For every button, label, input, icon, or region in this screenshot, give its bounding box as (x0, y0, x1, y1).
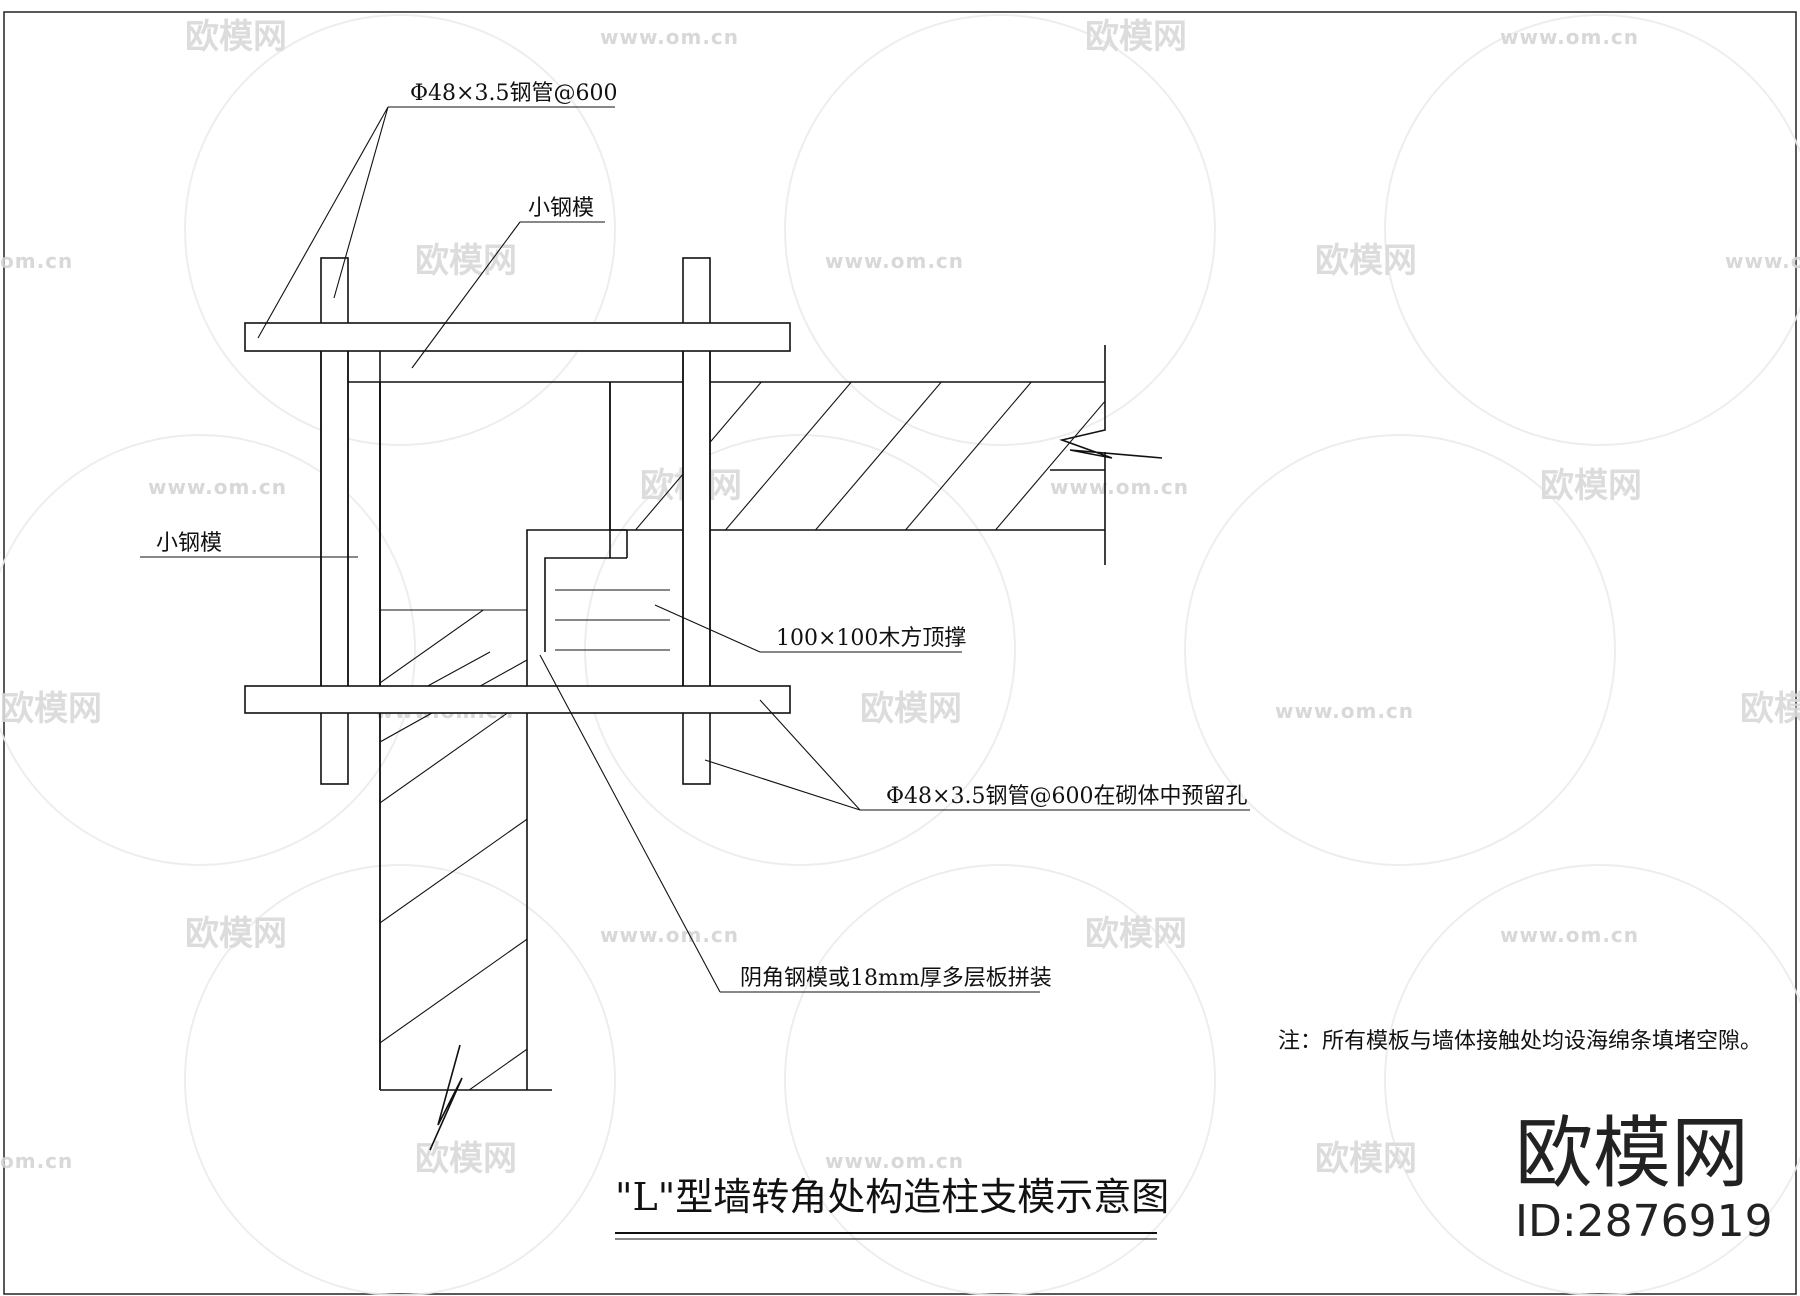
watermark-url: www.om.cn (1500, 923, 1639, 947)
watermark-name: 欧模网 (1315, 1139, 1417, 1179)
watermark-name: 欧模网 (185, 17, 287, 57)
watermark-name: 欧模网 (185, 914, 287, 954)
leader-lines (140, 106, 1250, 993)
break-line (429, 1044, 463, 1151)
watermark-name: 欧模网 (415, 1139, 517, 1179)
watermark-name: 欧模网 (1085, 914, 1187, 954)
note-text: 注：所有模板与墙体接触处均设海绵条填堵空隙。 (1278, 1029, 1762, 1054)
watermark-layer: 欧模网 欧模网 欧模网 欧模网 欧模网 欧模网 欧模网 欧模网 欧模网 欧模网 … (0, 14, 1800, 1296)
drawing-title: "L"型墙转角处构造柱支模示意图 (615, 1175, 1169, 1219)
watermark-url: om.cn (0, 249, 73, 273)
break-line (1059, 345, 1163, 459)
watermark-url: www.om.cn (825, 249, 964, 273)
brand-id: ID:2876919 (1515, 1196, 1773, 1247)
watermark-url: www.om.cn (1725, 249, 1800, 273)
label-inner-corner-form: 阴角钢模或18mm厚多层板拼装 (740, 966, 1052, 991)
label-steel-pipe-top: Φ48×3.5钢管@600 (410, 81, 617, 106)
watermark-name: 欧模网 (0, 689, 102, 729)
label-timber-brace: 100×100木方顶撑 (776, 626, 966, 651)
watermark-url: www.om.cn (1275, 699, 1414, 723)
watermark-url: www.om.cn (1500, 25, 1639, 49)
watermark-url: www.om.cn (600, 923, 739, 947)
watermark-name: 欧模网 (1085, 17, 1187, 57)
drawing-border (3, 11, 1797, 1295)
watermark-url: www.om.cn (825, 1149, 964, 1173)
watermark-name: 欧模网 (1540, 466, 1642, 506)
watermark-url: www.om.cn (148, 475, 287, 499)
watermark-name: 欧模网 (415, 241, 517, 281)
watermark-name: 欧模网 (1315, 241, 1417, 281)
label-small-steel-form-top: 小钢模 (528, 196, 594, 221)
horizontal-steel-pipe-top (244, 322, 791, 352)
watermark-url: www.om.cn (1050, 475, 1189, 499)
label-small-steel-form-left: 小钢模 (156, 531, 222, 556)
watermark-url: om.cn (0, 1149, 73, 1173)
label-steel-pipe-hole: Φ48×3.5钢管@600在砌体中预留孔 (886, 784, 1247, 809)
watermark-name: 欧模网 (1740, 689, 1800, 729)
watermark-url: www.om.cn (600, 25, 739, 49)
brand-logo: 欧模网 (1515, 1109, 1749, 1199)
horizontal-steel-pipe-bottom (244, 685, 791, 714)
watermark-name: 欧模网 (860, 689, 962, 729)
